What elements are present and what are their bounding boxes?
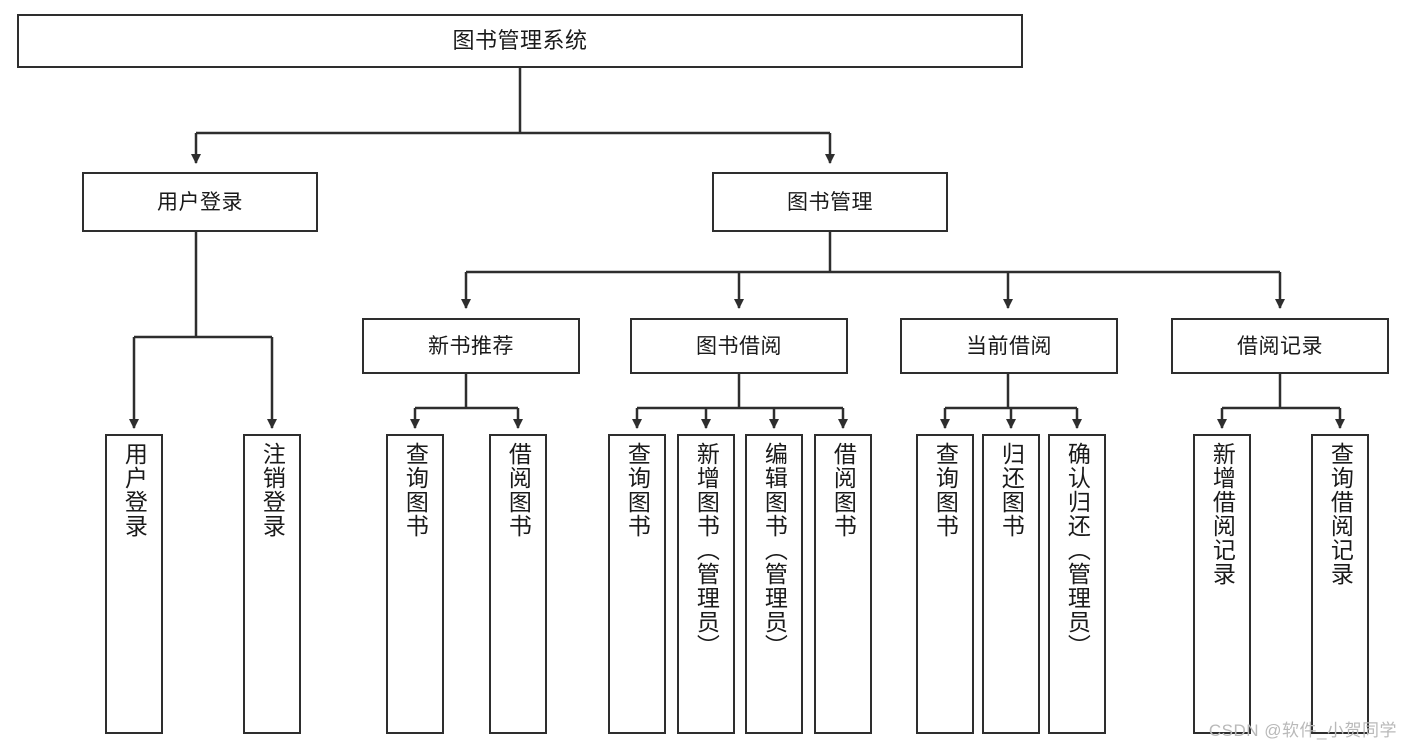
leaf-current-query-book-label: 查询图书 bbox=[932, 442, 959, 538]
node-root-label: 图书管理系统 bbox=[452, 28, 588, 53]
leaf-current-confirm-return[interactable]: 确认归还（管理员） bbox=[1048, 434, 1106, 734]
leaf-logout[interactable]: 注销登录 bbox=[243, 434, 301, 734]
leaf-borrow-query-book-label: 查询图书 bbox=[624, 442, 651, 538]
node-current-borrow[interactable]: 当前借阅 bbox=[900, 318, 1118, 374]
node-borrow-records[interactable]: 借阅记录 bbox=[1171, 318, 1389, 374]
leaf-logout-label: 注销登录 bbox=[259, 442, 286, 538]
watermark: CSDN @软件_小贺同学 bbox=[1208, 721, 1397, 740]
leaf-current-return-book[interactable]: 归还图书 bbox=[982, 434, 1040, 734]
leaf-records-query-record-label: 查询借阅记录 bbox=[1327, 442, 1354, 586]
leaf-borrow-add-book[interactable]: 新增图书（管理员） bbox=[677, 434, 735, 734]
leaf-newbook-borrow-book-label: 借阅图书 bbox=[505, 442, 532, 538]
leaf-borrow-edit-book-label: 编辑图书（管理员） bbox=[761, 442, 788, 658]
leaf-current-query-book[interactable]: 查询图书 bbox=[916, 434, 974, 734]
node-book-borrow[interactable]: 图书借阅 bbox=[630, 318, 848, 374]
node-root[interactable]: 图书管理系统 bbox=[17, 14, 1023, 68]
leaf-newbook-query-book-label: 查询图书 bbox=[402, 442, 429, 538]
leaf-records-query-record[interactable]: 查询借阅记录 bbox=[1311, 434, 1369, 734]
leaf-newbook-borrow-book[interactable]: 借阅图书 bbox=[489, 434, 547, 734]
node-book-borrow-label: 图书借阅 bbox=[696, 334, 782, 358]
node-book-management-label: 图书管理 bbox=[787, 190, 873, 214]
node-book-management[interactable]: 图书管理 bbox=[712, 172, 948, 232]
node-current-borrow-label: 当前借阅 bbox=[966, 334, 1052, 358]
leaf-current-return-book-label: 归还图书 bbox=[998, 442, 1025, 538]
leaf-borrow-borrow-book-label: 借阅图书 bbox=[830, 442, 857, 538]
leaf-borrow-borrow-book[interactable]: 借阅图书 bbox=[814, 434, 872, 734]
leaf-borrow-edit-book[interactable]: 编辑图书（管理员） bbox=[745, 434, 803, 734]
leaf-newbook-query-book[interactable]: 查询图书 bbox=[386, 434, 444, 734]
leaf-user-login-label: 用户登录 bbox=[121, 442, 148, 538]
node-user-login-label: 用户登录 bbox=[157, 190, 243, 214]
node-user-login[interactable]: 用户登录 bbox=[82, 172, 318, 232]
leaf-borrow-add-book-label: 新增图书（管理员） bbox=[693, 442, 720, 658]
leaf-current-confirm-return-label: 确认归还（管理员） bbox=[1064, 442, 1091, 658]
node-new-book-recommend[interactable]: 新书推荐 bbox=[362, 318, 580, 374]
node-new-book-recommend-label: 新书推荐 bbox=[428, 334, 514, 358]
leaf-records-add-record-label: 新增借阅记录 bbox=[1209, 442, 1236, 586]
leaf-records-add-record[interactable]: 新增借阅记录 bbox=[1193, 434, 1251, 734]
node-borrow-records-label: 借阅记录 bbox=[1237, 334, 1323, 358]
leaf-borrow-query-book[interactable]: 查询图书 bbox=[608, 434, 666, 734]
leaf-user-login[interactable]: 用户登录 bbox=[105, 434, 163, 734]
